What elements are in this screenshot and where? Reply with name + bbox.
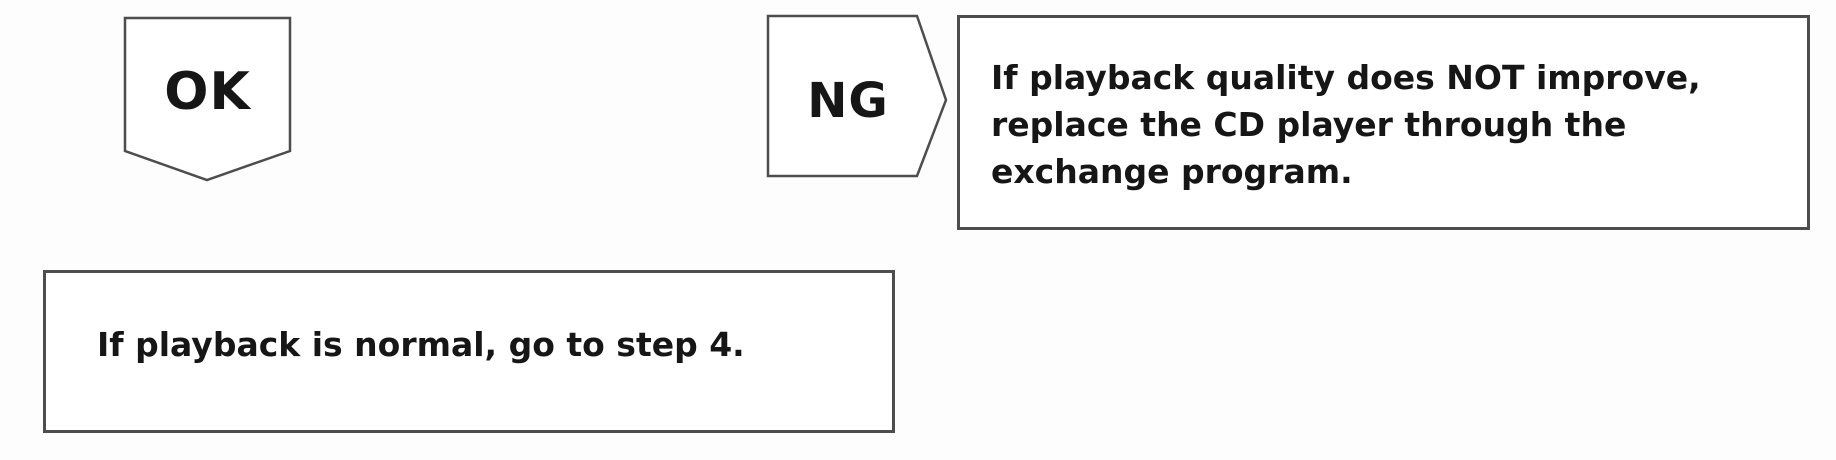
ok-result-box (43, 270, 895, 433)
ng-connector-label: NG (807, 73, 889, 129)
ng-result-line-1: If playback quality does NOT improve, (991, 58, 1701, 97)
ok-result-line-1: If playback is normal, go to step 4. (97, 325, 745, 364)
ng-result-text: If playback quality does NOT improve, re… (991, 54, 1701, 195)
ng-result-line-3: exchange program. (991, 152, 1353, 191)
ok-connector-label: OK (164, 62, 251, 122)
ng-result-box (957, 15, 1810, 230)
ok-down-arrow-shape (123, 16, 292, 182)
ng-right-arrow-shape (766, 14, 948, 178)
ng-result-line-2: replace the CD player through the (991, 105, 1627, 144)
ok-result-text: If playback is normal, go to step 4. (97, 321, 745, 368)
